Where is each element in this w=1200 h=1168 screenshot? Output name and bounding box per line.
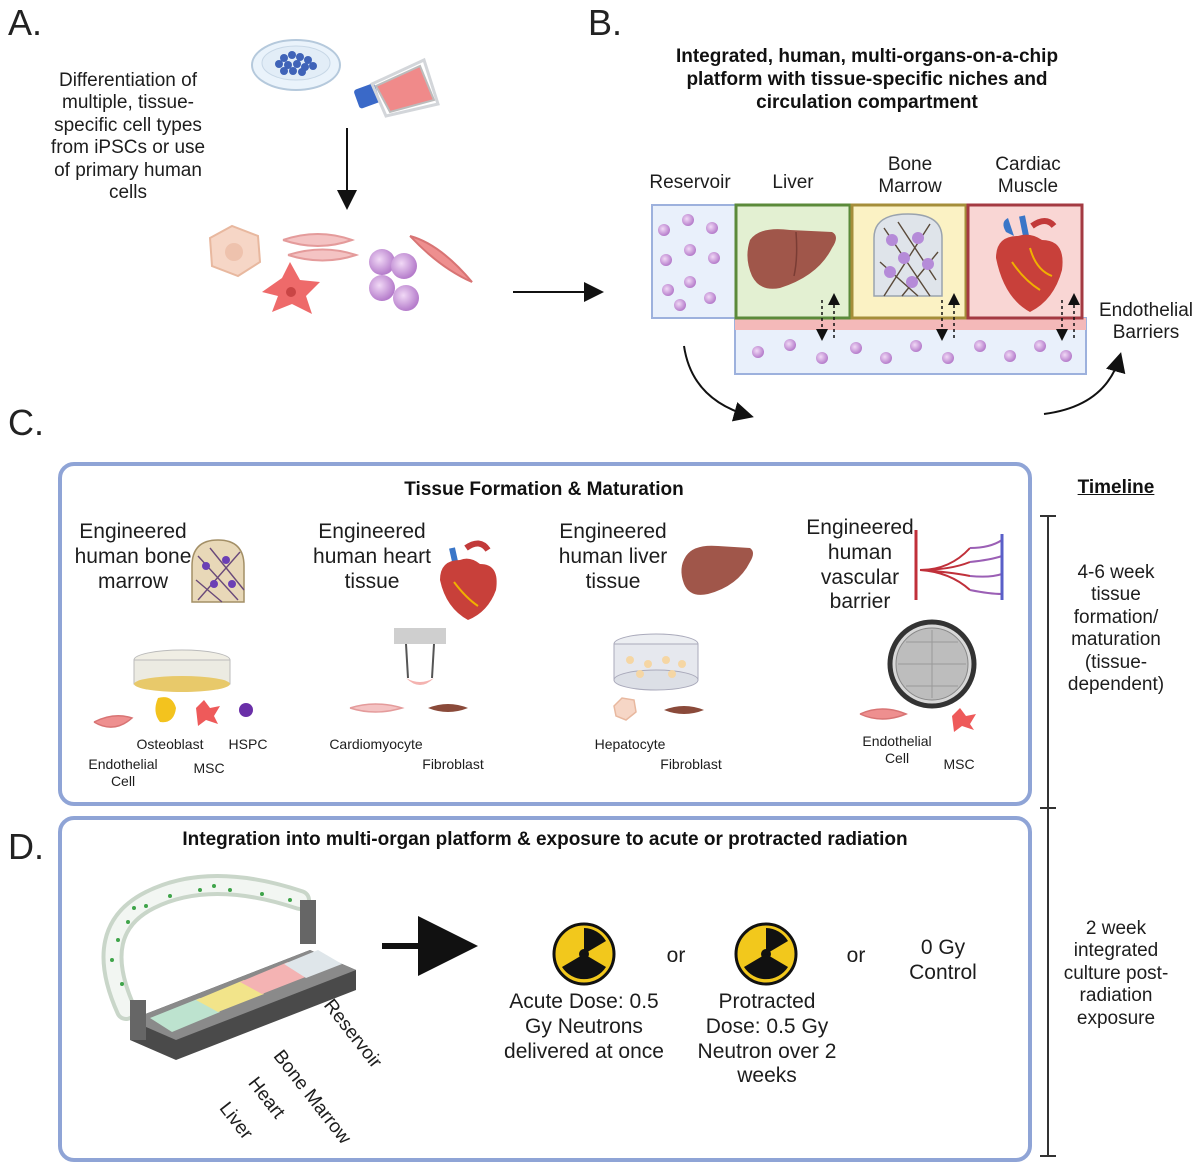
- bone-marrow-scaffold-icon: [873, 213, 943, 297]
- transwell-membrane: [859, 619, 977, 732]
- label-reservoir: Reservoir: [649, 172, 731, 193]
- timeline-bracket: [1040, 515, 1056, 1157]
- bone-marrow-icon-c: [191, 539, 245, 603]
- tissue-vascular-name: Engineered human vascular barrier: [806, 516, 914, 614]
- petri-dish-icon: [251, 39, 341, 91]
- label-liver: Liver: [772, 172, 814, 193]
- cell-msc-vasc: MSC: [943, 756, 975, 772]
- bone-marrow-culture: [93, 649, 253, 728]
- cell-msc-bm: MSC: [193, 760, 225, 776]
- timeline-phase-1: 4-6 week tissue formation/ maturation (t…: [1067, 562, 1165, 696]
- heart-icon-c: [440, 540, 497, 620]
- section-c-box: [58, 462, 1032, 806]
- chip-device-icon: [101, 874, 356, 1060]
- timeline-title: Timeline: [1077, 477, 1155, 498]
- reservoir-cells: [658, 214, 720, 311]
- cell-hspc: HSPC: [228, 736, 268, 752]
- panel-letter-c: C.: [8, 402, 44, 443]
- tissue-liver-name: Engineered human liver tissue: [558, 520, 668, 593]
- section-d-title: Integration into multi-organ platform & …: [182, 829, 908, 850]
- cell-types-cluster: [208, 224, 473, 314]
- liver-icon: [747, 229, 836, 289]
- circulation-cells: [752, 339, 1072, 364]
- section-a-description: Differentiation of multiple, tissue-spec…: [50, 70, 206, 204]
- label-cardiac-muscle: Cardiac Muscle: [995, 154, 1061, 198]
- heart-tissue-post: [349, 628, 468, 713]
- cell-cardiomyocyte: Cardiomyocyte: [329, 736, 423, 752]
- flow-arrow-right: [1043, 352, 1126, 415]
- cell-endothelial-bm: Endothelial Cell: [88, 756, 158, 789]
- radiation-icon: [552, 922, 616, 986]
- vascular-network-icon: [914, 530, 1004, 600]
- radiation-icon-2: [734, 922, 798, 986]
- option-control: 0 Gy Control: [909, 936, 977, 984]
- timeline-phase-2: 2 week integrated culture post-radiation…: [1063, 918, 1169, 1029]
- cell-hepatocyte: Hepatocyte: [594, 736, 666, 752]
- connector-or-2: or: [846, 944, 866, 967]
- label-endothelial-barriers: Endothelial Barriers: [1098, 300, 1194, 344]
- tissue-heart-name: Engineered human heart tissue: [313, 520, 431, 593]
- cell-endothelial-vasc: Endothelial Cell: [862, 733, 932, 766]
- liver-hydrogel: [613, 633, 704, 721]
- option-protracted-dose: Protracted Dose: 0.5 Gy Neutron over 2 w…: [697, 990, 837, 1088]
- tissue-bone-marrow-name: Engineered human bone marrow: [74, 520, 192, 593]
- panel-letter-d: D.: [8, 826, 44, 867]
- culture-flask-icon: [354, 57, 440, 118]
- cell-fibroblast-liver: Fibroblast: [660, 756, 722, 772]
- liver-icon-c: [681, 545, 753, 595]
- cell-fibroblast-heart: Fibroblast: [422, 756, 484, 772]
- heart-icon: [996, 215, 1063, 312]
- section-c-title: Tissue Formation & Maturation: [404, 479, 684, 500]
- flow-arrow-left: [683, 345, 754, 422]
- connector-or-1: or: [666, 944, 686, 967]
- chip-schematic: [651, 203, 1126, 422]
- section-b-title: Integrated, human, multi-organs-on-a-chi…: [675, 46, 1059, 113]
- panel-letter-b: B.: [588, 2, 623, 43]
- label-bone-marrow: Bone Marrow: [878, 154, 942, 198]
- section-d-box: [58, 816, 1032, 1162]
- panel-letter-a: A.: [8, 2, 43, 43]
- exchange-arrows: [816, 293, 1080, 341]
- cell-osteoblast: Osteoblast: [136, 736, 204, 752]
- option-acute-dose: Acute Dose: 0.5 Gy Neutrons delivered at…: [504, 990, 664, 1063]
